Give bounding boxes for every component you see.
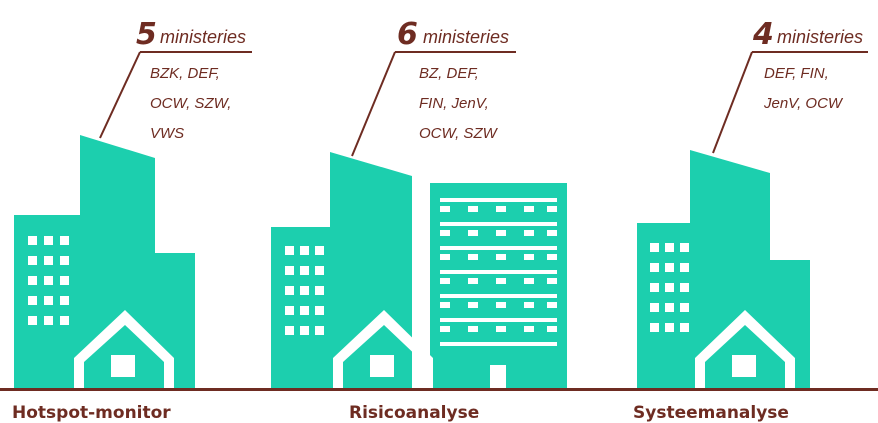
apartment-balconies xyxy=(440,206,557,332)
ministry-list-line: JenV, OCW xyxy=(763,95,844,112)
building-group-risicoanalyse xyxy=(271,51,567,388)
house-door xyxy=(370,355,394,377)
window-grid xyxy=(285,246,324,335)
house-outline xyxy=(695,310,795,388)
apartment-windows xyxy=(440,198,557,346)
apartment-building xyxy=(430,183,567,388)
ministry-unit: ministeries xyxy=(777,27,863,47)
house-door xyxy=(732,355,756,377)
ministry-list-line: OCW, SZW xyxy=(419,125,499,142)
ministry-unit: ministeries xyxy=(160,27,246,47)
house-door xyxy=(111,355,135,377)
pointer-line xyxy=(712,51,753,154)
method-label: Systeemanalyse xyxy=(633,403,789,423)
ministry-list-line: BZ, DEF, xyxy=(419,65,479,82)
house-outline xyxy=(333,310,433,388)
ground-line xyxy=(0,388,878,391)
pointer-line xyxy=(351,51,396,157)
ministry-list-line: FIN, JenV, xyxy=(419,95,489,112)
ministry-list-line: DEF, FIN, xyxy=(764,65,829,82)
building-group-hotspot-monitor xyxy=(14,51,252,388)
annotation-systeemanalyse: 4 ministeries DEF, FIN, JenV, OCW Systee… xyxy=(633,17,863,423)
ministry-count: 6 xyxy=(397,17,418,52)
window-grid xyxy=(28,236,69,325)
building-group-systeemanalyse xyxy=(637,51,868,388)
method-label: Risicoanalyse xyxy=(349,403,479,423)
ministry-list-line: OCW, SZW, xyxy=(150,95,231,112)
house-outline xyxy=(74,310,174,388)
ministry-count: 4 xyxy=(752,17,774,52)
ministry-count: 5 xyxy=(136,17,157,52)
annotation-risicoanalyse: 6 ministeries BZ, DEF, FIN, JenV, OCW, S… xyxy=(349,17,509,423)
ministry-list-line: VWS xyxy=(150,125,184,142)
ministry-unit: ministeries xyxy=(423,27,509,47)
apartment-door xyxy=(490,365,506,388)
ministry-list-line: BZK, DEF, xyxy=(150,65,220,82)
pointer-line xyxy=(99,51,141,139)
window-grid xyxy=(650,243,689,332)
method-label: Hotspot-monitor xyxy=(12,403,171,423)
annotation-hotspot-monitor: 5 ministeries BZK, DEF, OCW, SZW, VWS Ho… xyxy=(12,17,246,423)
